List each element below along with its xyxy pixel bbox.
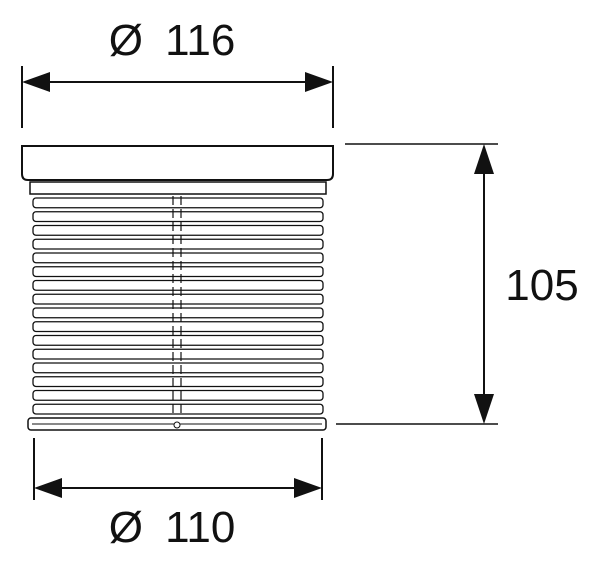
bottom-arrow-right-icon	[294, 478, 322, 498]
height-arrow-bottom-icon	[474, 394, 494, 424]
rib	[32, 389, 324, 401]
top-diameter-value: 116	[165, 16, 235, 65]
bottom-diameter-label: Ø 110	[109, 503, 236, 552]
ribbed-sleeve	[32, 196, 324, 416]
rib	[32, 266, 324, 278]
rib	[32, 307, 324, 319]
height-dimension: 105	[336, 143, 579, 425]
top-arrow-left-icon	[22, 72, 50, 92]
rib	[32, 376, 324, 388]
top-cap	[21, 145, 334, 181]
rib	[32, 362, 324, 374]
rib	[32, 348, 324, 360]
rib	[32, 334, 324, 346]
height-arrow-top-icon	[474, 144, 494, 174]
rib	[32, 224, 324, 236]
top-diameter-symbol: Ø	[109, 16, 143, 65]
bottom-diameter-value: 110	[165, 503, 235, 552]
drain-body	[21, 145, 334, 431]
bottom-arrow-left-icon	[34, 478, 62, 498]
center-notch	[173, 421, 181, 429]
rib	[32, 197, 324, 209]
rib	[32, 293, 324, 305]
top-diameter-dimension: Ø 116	[21, 16, 334, 128]
rib	[32, 238, 324, 250]
rib	[32, 211, 324, 223]
rib	[32, 279, 324, 291]
bottom-diameter-dimension: Ø 110	[33, 438, 323, 552]
rib	[32, 403, 324, 415]
top-arrow-right-icon	[305, 72, 333, 92]
bottom-diameter-symbol: Ø	[109, 503, 143, 552]
collar	[29, 181, 327, 195]
rib	[32, 252, 324, 264]
rib	[32, 321, 324, 333]
top-diameter-label: Ø 116	[109, 16, 236, 65]
height-label: 105	[505, 261, 578, 310]
